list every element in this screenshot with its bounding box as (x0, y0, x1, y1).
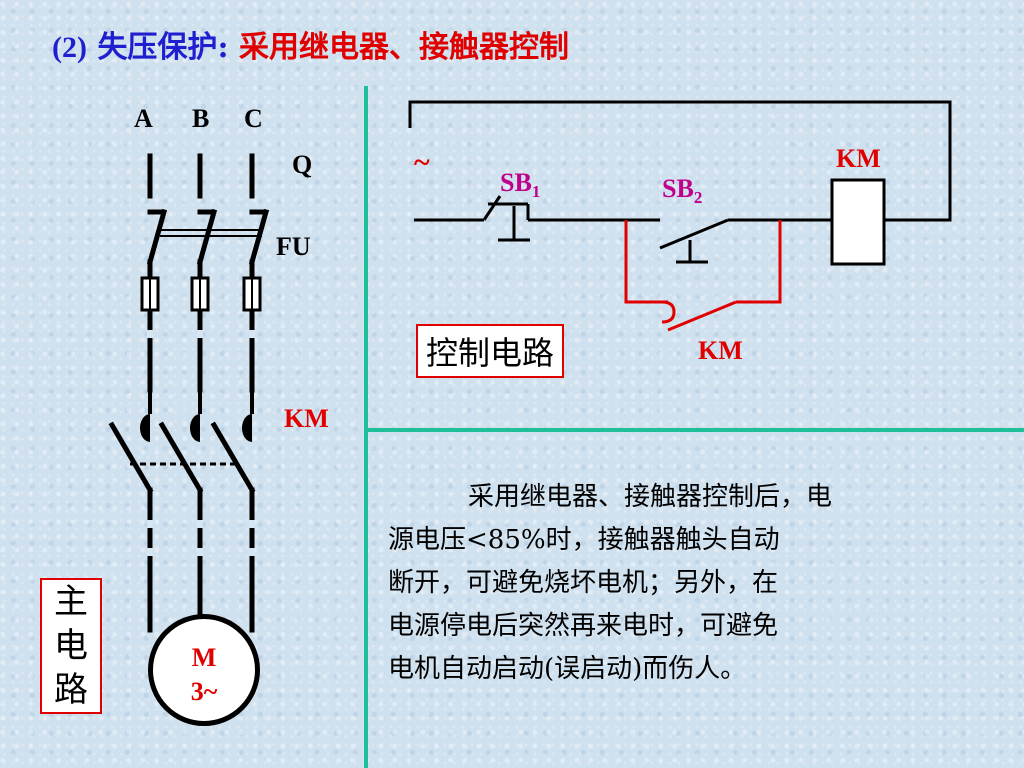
slide-title: (2) 失压保护: 采用继电器、接触器控制 (52, 22, 569, 66)
description-line-1: 采用继电器、接触器控制后，电 (468, 482, 833, 512)
description-paragraph: 采用继电器、接触器控制后，电 源电压<85%时，接触器触头自动 断开，可避免烧坏… (388, 476, 948, 691)
description-line-2: 源电压<85%时，接触器触头自动 (388, 525, 780, 555)
sb2-base: SB (662, 174, 694, 203)
description-line-3: 断开，可避免烧坏电机；另外，在 (388, 568, 779, 598)
title-colon: : (217, 30, 229, 65)
title-subtitle: 采用继电器、接触器控制 (238, 30, 569, 65)
title-topic: 失压保护 (97, 30, 218, 65)
main-circuit-char-1: 主 (54, 582, 88, 622)
switch-linkage (160, 229, 262, 237)
control-circuit-label-box: 控制电路 (416, 324, 565, 378)
sb1-label: SB1 (500, 168, 540, 202)
switch-label: Q (292, 150, 313, 179)
description-line-4: 电源停电后突然再来电时，可避免 (388, 611, 779, 641)
wire-breaks (147, 330, 255, 556)
phase-label-a: A (134, 104, 153, 133)
coil-label: KM (836, 144, 881, 173)
motor-label: M (191, 643, 217, 672)
description-line-5: 电机自动启动(误启动)而伤人。 (388, 654, 747, 684)
phase-label-c: C (244, 104, 263, 133)
motor-symbol: M 3~ (148, 614, 260, 726)
main-circuit-wiring (108, 153, 270, 633)
contactor-contacts (140, 390, 254, 442)
contactor-label: KM (284, 404, 329, 433)
aux-contact (624, 220, 782, 332)
sb1-base: SB (500, 168, 532, 197)
ac-symbol: ~ (414, 146, 430, 179)
main-circuit-char-2: 电 (54, 626, 88, 666)
fuse-label: FU (276, 232, 311, 261)
coil-symbol (830, 178, 886, 266)
sb1-subscript: 1 (531, 182, 541, 202)
sb2-subscript: 2 (693, 188, 703, 208)
main-circuit-char-3: 路 (54, 670, 88, 710)
title-number: (2) (52, 31, 87, 64)
motor-phase-label: 3~ (190, 677, 218, 706)
aux-contact-label: KM (698, 336, 743, 365)
sb2-label: SB2 (662, 174, 702, 208)
phase-label-b: B (192, 104, 210, 133)
main-circuit-label-box: 主 电 路 (40, 578, 102, 714)
